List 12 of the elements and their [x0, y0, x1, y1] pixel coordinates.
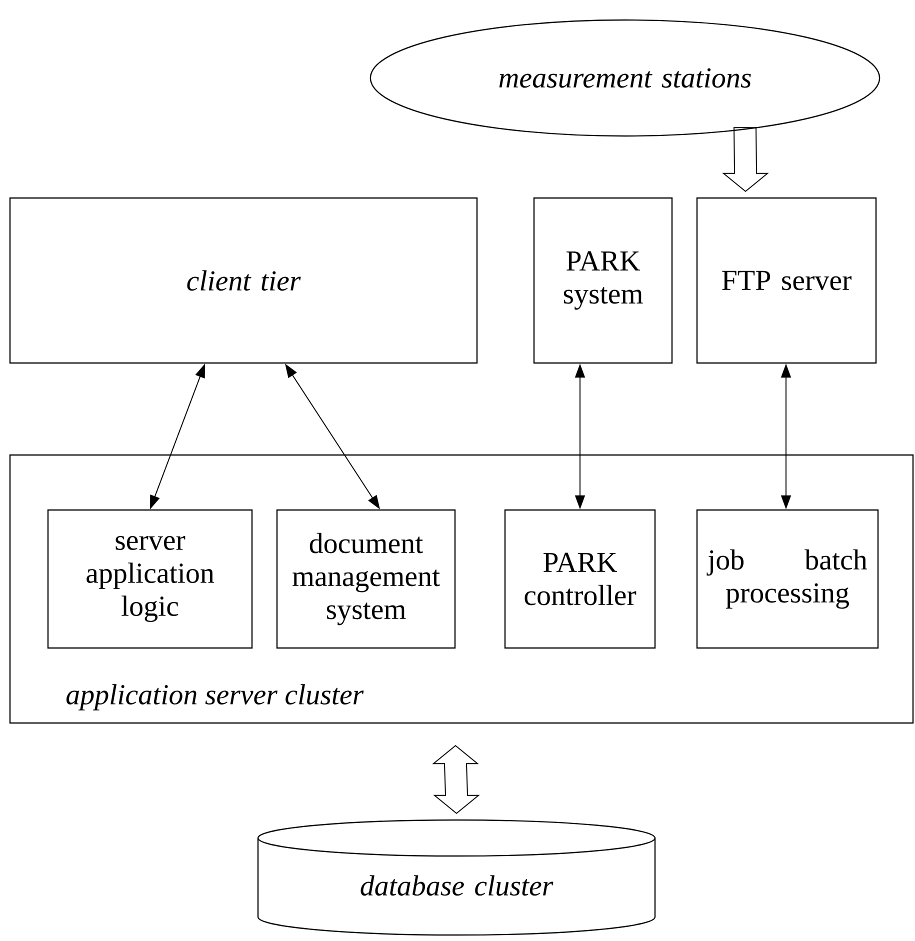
- process-box: job batch processing: [696, 509, 879, 649]
- process-box: document management system: [276, 509, 456, 649]
- process-box: FTP server: [696, 197, 877, 364]
- ellipse-node: measurement stations: [370, 19, 880, 137]
- process-box: server application logic: [47, 509, 253, 649]
- block-arrow: [432, 744, 480, 814]
- database-cylinder: database cluster: [257, 819, 656, 936]
- process-box: PARK system: [533, 197, 673, 364]
- node-label: database cluster: [360, 875, 554, 896]
- process-box: client tier: [9, 197, 478, 364]
- process-box: PARK controller: [504, 509, 656, 649]
- block-arrow: [722, 127, 769, 192]
